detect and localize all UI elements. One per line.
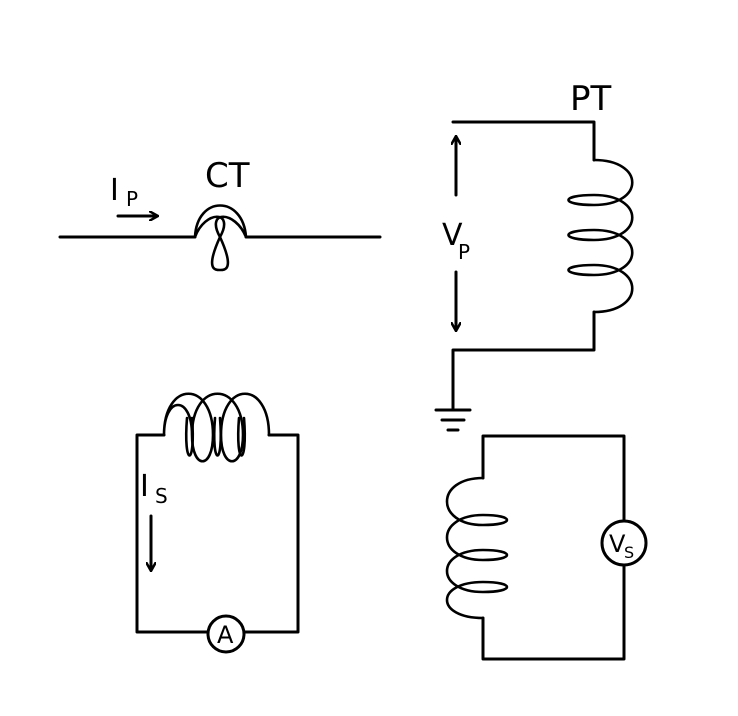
primary-voltage-symbol: V xyxy=(442,218,463,253)
pt-secondary-loop xyxy=(481,434,626,661)
pt-primary-winding xyxy=(567,158,634,314)
secondary-current-symbol: I xyxy=(140,469,149,504)
pt-primary-circuit: PT V P xyxy=(434,79,634,432)
ammeter-circle xyxy=(206,614,246,654)
pt-primary-bottom-wire xyxy=(451,310,596,410)
voltmeter-symbol: V xyxy=(609,530,626,558)
ground-symbol xyxy=(434,408,472,432)
pt-primary-top-wire xyxy=(451,120,596,162)
ammeter: A xyxy=(206,614,246,654)
ct-secondary-circuit: I S A xyxy=(135,392,300,654)
voltmeter-circle xyxy=(600,519,648,567)
ct-secondary-winding xyxy=(162,392,271,463)
ct-primary-circuit: CT I P xyxy=(58,156,382,272)
pt-secondary-circuit: V S xyxy=(445,434,648,661)
pt-label: PT xyxy=(570,79,612,119)
primary-current-symbol: I xyxy=(110,173,119,208)
secondary-current-label: I S xyxy=(140,469,168,508)
secondary-current-subscript: S xyxy=(155,484,168,508)
primary-current-subscript: P xyxy=(126,187,138,211)
ct-label: CT xyxy=(205,156,250,196)
ct-core-loops xyxy=(193,204,248,272)
pt-secondary-winding xyxy=(445,476,509,620)
ammeter-label: A xyxy=(217,621,234,649)
voltmeter: V S xyxy=(600,519,648,567)
primary-voltage-label: V P xyxy=(442,218,470,264)
ct-secondary-winding-drops xyxy=(184,416,247,457)
voltmeter-subscript: S xyxy=(624,543,634,562)
primary-voltage-subscript: P xyxy=(458,240,470,264)
primary-current-label: I P xyxy=(110,173,138,211)
ct-secondary-loop xyxy=(135,433,300,634)
